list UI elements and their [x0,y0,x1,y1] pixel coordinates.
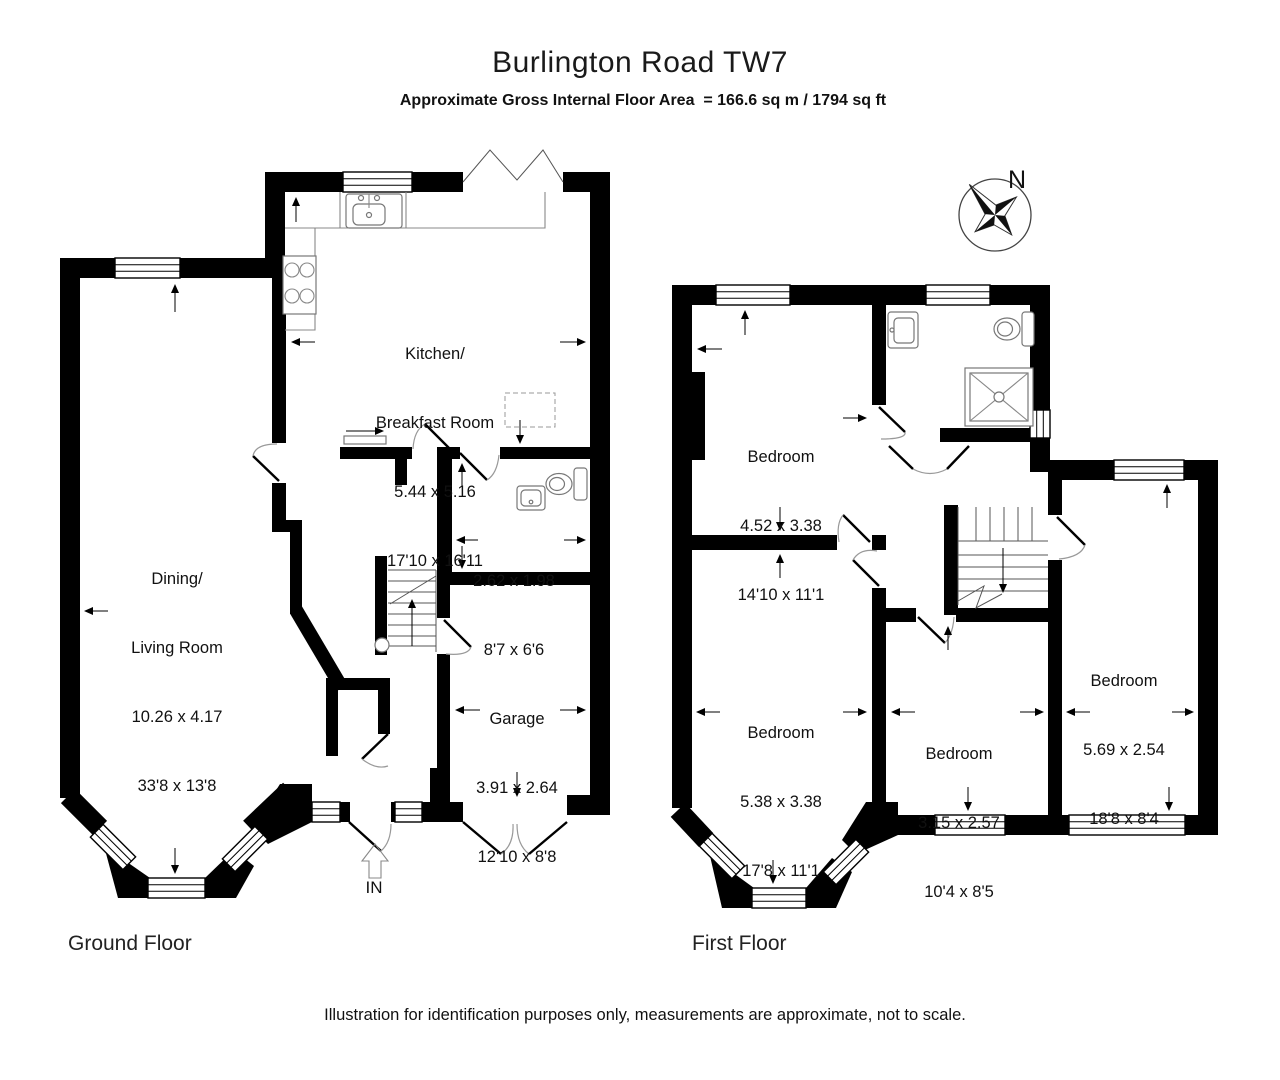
door [252,443,280,482]
compass-north-label: N [1007,166,1027,194]
shower-icon [964,367,1034,427]
first-floor-walls [670,285,1218,908]
staircase [374,569,437,653]
room-label-bedroom2: Bedroom 5.38 x 3.38 17'8 x 11'1 [740,724,822,880]
kitchen-island-dashed [504,392,556,428]
ground-floor-plan [60,149,610,899]
ground-floor-doors [252,423,568,855]
entrance-in-arrow-icon [360,843,390,879]
door [412,423,453,452]
front-door [348,821,392,852]
window [342,171,413,193]
cupboard-doors [888,445,970,475]
kitchen-sink-icon [345,193,403,229]
room-label-bedroom3: Bedroom 3.15 x 2.57 10'4 x 8'5 [918,745,1000,901]
room-label-bedroom4: Bedroom 5.69 x 2.54 18'8 x 8'4 [1083,672,1165,828]
bay-window [221,825,269,873]
first-floor-windows [698,284,1186,909]
staircase [957,507,1048,610]
ground-floor-walls [60,172,610,898]
first-floor-plan [670,284,1218,909]
ground-dimension-arrows [84,197,586,874]
door [1056,516,1086,560]
bay-window [822,838,870,886]
bathroom-fixtures [887,311,1035,427]
first-floor-doors [837,406,1086,644]
window [715,284,791,306]
window [1068,814,1186,836]
bay-window [698,832,746,880]
wall-break-zigzag [462,149,564,183]
door [878,406,906,440]
room-label-garage: Garage 3.91 x 2.64 12'10 x 8'8 [476,710,558,866]
bay-window [147,877,206,899]
window [311,801,341,823]
door [459,452,500,481]
bay-window [751,887,807,909]
window [114,257,181,279]
door [837,514,871,543]
door [443,619,472,655]
page-title: Burlington Road TW7 [492,46,788,79]
window [394,801,423,823]
window [934,814,1006,836]
wc-fixtures [516,467,588,511]
ground-floor-windows [89,171,423,899]
kitchen-fixtures [282,192,556,445]
room-label-wc: 2.62 x 1.98 8'7 x 6'6 [473,572,555,659]
door [361,733,389,768]
entrance-in-label: IN [365,878,383,897]
window [1113,459,1185,481]
toilet-icon [545,467,588,501]
window [1029,409,1051,439]
first-floor-label: First Floor [692,932,787,955]
door [917,616,955,644]
wash-basin-icon [516,485,546,511]
bay-window [89,823,137,871]
wash-basin-icon [887,311,919,349]
garage-door [462,821,568,855]
room-label-bedroom1: Bedroom 4.52 x 3.38 14'10 x 11'1 [737,448,825,604]
room-label-kitchen: Kitchen/ Breakfast Room 5.44 x 5.16 17'1… [375,345,495,570]
radiator-icon [343,427,387,445]
kitchen-counter [285,192,546,229]
ground-floor-label: Ground Floor [68,932,192,955]
toilet-icon [993,311,1035,347]
door [852,549,880,587]
page-subtitle: Approximate Gross Internal Floor Area = … [399,92,887,109]
hob-icon [282,255,317,315]
first-dimension-arrows [696,310,1194,884]
window [925,284,991,306]
room-label-dining: Dining/ Living Room 10.26 x 4.17 33'8 x … [131,570,223,795]
disclaimer-text: Illustration for identification purposes… [324,1006,966,1024]
